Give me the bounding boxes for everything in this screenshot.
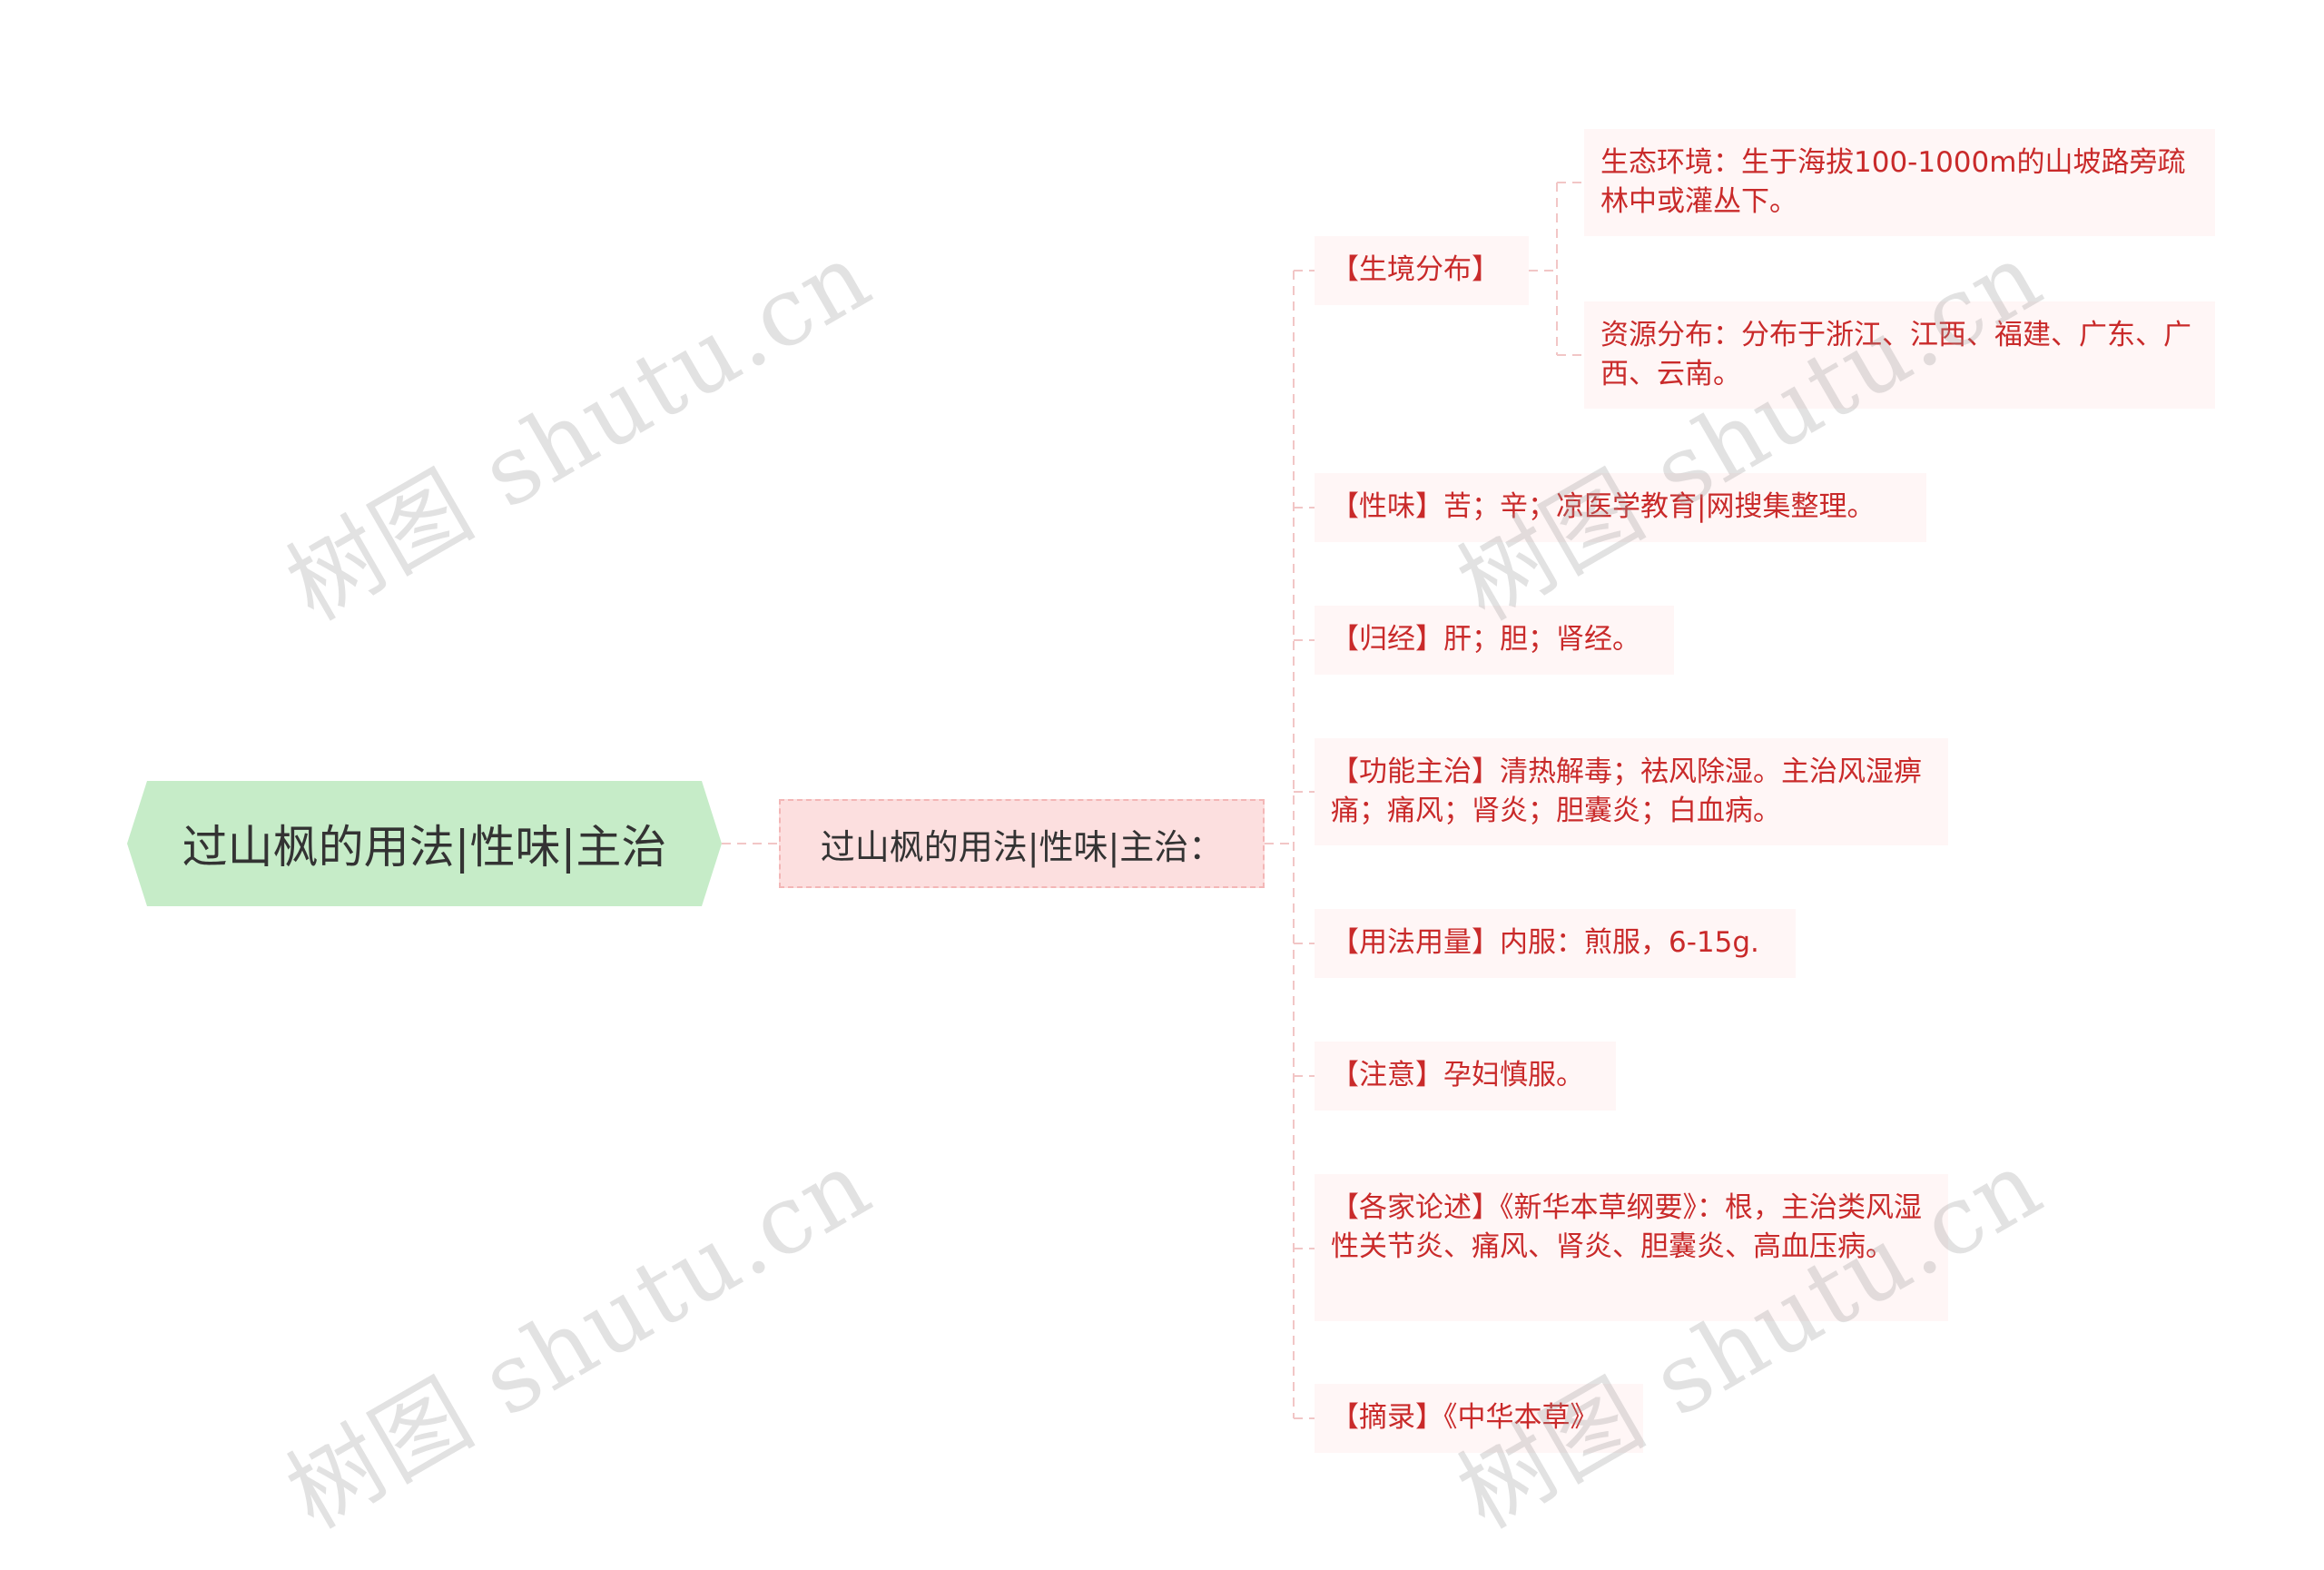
- sub-ecology-node[interactable]: 生态环境：生于海拔100-1000m的山坡路旁疏林中或灌丛下。: [1584, 129, 2215, 236]
- branch-discussion-label: 【各家论述】《新华本草纲要》：根，主治类风湿性关节炎、痛风、肾炎、胆囊炎、高血压…: [1331, 1191, 1922, 1263]
- branch-caution-label: 【注意】孕妇慎服。: [1331, 1059, 1584, 1091]
- branch-function-node[interactable]: 【功能主治】清热解毒；祛风除湿。主治风湿痹痛；痛风；肾炎；胆囊炎；白血病。: [1315, 738, 1948, 845]
- connector-sub-trunk: [1529, 183, 1558, 355]
- branch-meridian-node[interactable]: 【归经】肝；胆；肾经。: [1315, 606, 1674, 675]
- branch-discussion-node[interactable]: 【各家论述】《新华本草纲要》：根，主治类风湿性关节炎、痛风、肾炎、胆囊炎、高血压…: [1315, 1174, 1948, 1321]
- branch-dosage-label: 【用法用量】内服：煎服，6-15g.: [1331, 926, 1759, 959]
- branch-excerpt-label: 【摘录】《中华本草》: [1331, 1401, 1599, 1434]
- branch-habitat-label: 【生境分布】: [1331, 253, 1500, 286]
- main-topic-label: 过山枫的用法|性味|主治：: [820, 826, 1224, 867]
- sub-distribution-node[interactable]: 资源分布：分布于浙江、江西、福建、广东、广西、云南。: [1584, 301, 2215, 409]
- branch-taste-label: 【性味】苦；辛；凉医学教育|网搜集整理。: [1331, 490, 1876, 523]
- branch-meridian-label: 【归经】肝；胆；肾经。: [1331, 623, 1640, 656]
- root-node-label: 过山枫的用法|性味|主治: [182, 821, 667, 874]
- branch-caution-node[interactable]: 【注意】孕妇慎服。: [1315, 1042, 1616, 1111]
- branch-function-label: 【功能主治】清热解毒；祛风除湿。主治风湿痹痛；痛风；肾炎；胆囊炎；白血病。: [1331, 755, 1922, 827]
- watermark-top-left: 树图 shutu.cn: [269, 220, 889, 642]
- branch-habitat-node[interactable]: 【生境分布】: [1315, 236, 1529, 305]
- watermark-bottom-left: 树图 shutu.cn: [269, 1128, 889, 1550]
- branch-taste-node[interactable]: 【性味】苦；辛；凉医学教育|网搜集整理。: [1315, 473, 1926, 542]
- root-node[interactable]: 过山枫的用法|性味|主治: [127, 781, 722, 906]
- branch-excerpt-node[interactable]: 【摘录】《中华本草》: [1315, 1384, 1643, 1453]
- sub-distribution-label: 资源分布：分布于浙江、江西、福建、广东、广西、云南。: [1600, 319, 2191, 390]
- branch-dosage-node[interactable]: 【用法用量】内服：煎服，6-15g.: [1315, 909, 1796, 978]
- main-topic-node[interactable]: 过山枫的用法|性味|主治：: [779, 799, 1265, 888]
- sub-ecology-label: 生态环境：生于海拔100-1000m的山坡路旁疏林中或灌丛下。: [1600, 146, 2186, 218]
